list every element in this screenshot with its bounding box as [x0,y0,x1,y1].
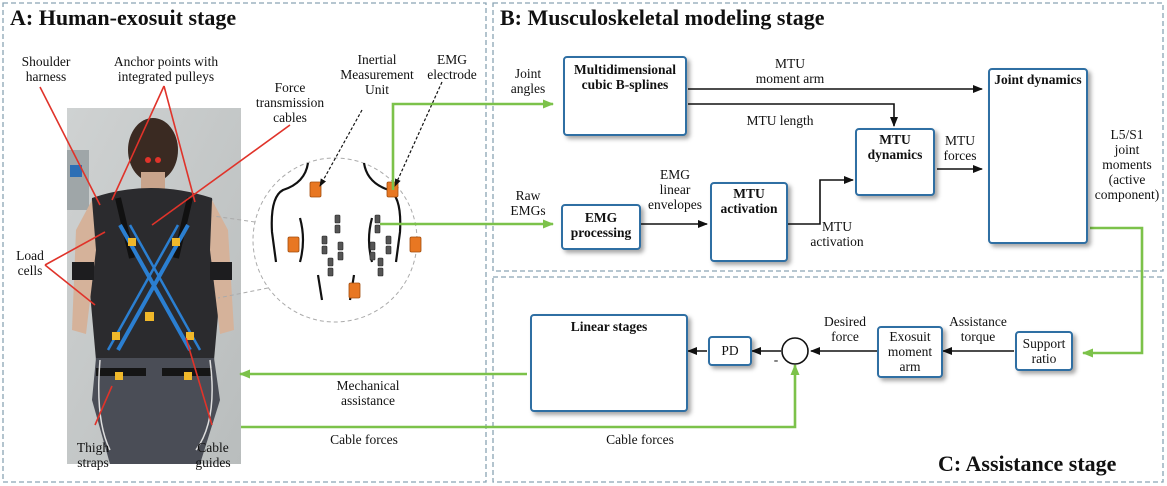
electrode-pairs [321,214,392,277]
emg-processing-block [561,204,641,250]
panel-a-border [2,2,487,483]
summing-junction [781,337,809,365]
mtu-activation-block [710,182,788,262]
pd-block [708,336,752,366]
signal-cable-forces-left: Cable forces [330,432,398,447]
mtu-dynamics-block [855,128,935,196]
linear-stages-block [530,314,688,412]
junction-minus-sign: - [773,352,779,367]
linear-stages-title: Linear stages [570,319,648,334]
panel-b-border [492,2,1164,272]
support-ratio-block [1015,331,1073,371]
panel-c-border [492,276,1164,483]
black-signal-paths [641,85,1014,355]
joint-dynamics-title: Joint dynamics [994,72,1082,87]
leader-lines [39,85,291,426]
panel-b-title: B: Musculoskeletal modeling stage [500,5,825,30]
joint-dynamics-block [988,68,1088,244]
signal-cable-forces-right: Cable forces [606,432,674,447]
panel-c-title: C: Assistance stage [938,451,1117,476]
splines-block [563,56,687,136]
pd-label: PD [721,343,739,358]
green-signal-paths [239,99,1144,429]
exosuit-photo [67,108,241,464]
exosuit-moment-arm-block [877,326,943,378]
signal-mtu-length: MTU length [746,113,814,128]
panel-a-title: A: Human-exosuit stage [10,5,237,30]
